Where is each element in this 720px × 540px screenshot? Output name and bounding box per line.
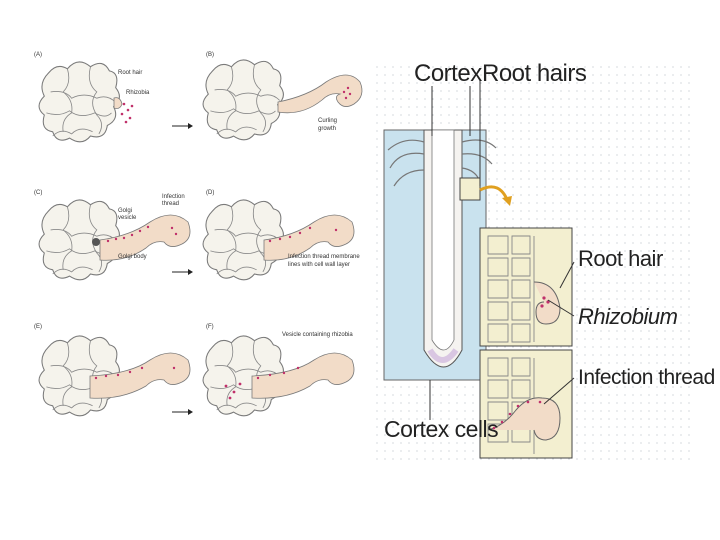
panel-f — [202, 335, 355, 417]
panel-e-letter: (E) — [34, 324, 42, 330]
right-figure-drawing — [376, 60, 692, 460]
right-figure: Cortex Root hairs Root hair Rhizobium In… — [376, 50, 716, 460]
left-figure-drawing — [38, 59, 363, 417]
root-hair-label: Root hair — [578, 246, 663, 271]
panel-e — [38, 335, 191, 417]
panel-b — [202, 59, 363, 141]
growth-label: growth — [318, 126, 337, 132]
panel-f-letter: (F) — [206, 324, 214, 330]
membrane-label: Infection thread membrane — [288, 254, 360, 260]
golgi-label: Golgi — [118, 208, 133, 214]
thread-label: thread — [162, 201, 180, 207]
panel-c — [38, 199, 191, 281]
left-figure: (A) Root hair Rhizobia (B) Curling growt… — [30, 40, 370, 450]
vesicle-label: vesicle — [118, 215, 137, 221]
vesicle-rhizobia-label: Vesicle containing rhizobia — [282, 332, 353, 338]
panel-d — [202, 199, 355, 281]
arrow-icon — [172, 269, 193, 275]
panel-a — [38, 61, 134, 143]
root-hairs-label: Root hairs — [482, 60, 587, 87]
cortex-label: Cortex — [414, 60, 482, 87]
infection-thread-label: Infection thread — [578, 366, 715, 389]
wall-layer-label: lines with cell wall layer — [288, 262, 351, 268]
rhizobia-label: Rhizobia — [126, 90, 150, 96]
cortex-cells-label: Cortex cells — [384, 416, 499, 442]
arrow-icon — [172, 409, 193, 415]
infection-label: Infection — [162, 194, 185, 200]
rhizobium-label: Rhizobium — [578, 304, 678, 329]
golgi-body-label: Golgi body — [118, 254, 147, 260]
arrow-icon — [172, 123, 193, 129]
curling-label: Curling — [318, 118, 338, 124]
panel-c-letter: (C) — [34, 190, 43, 196]
panel-d-letter: (D) — [206, 190, 215, 196]
panel-a-letter: (A) — [34, 52, 42, 58]
root-hair-label: Root hair — [118, 70, 143, 76]
panel-b-letter: (B) — [206, 52, 214, 58]
